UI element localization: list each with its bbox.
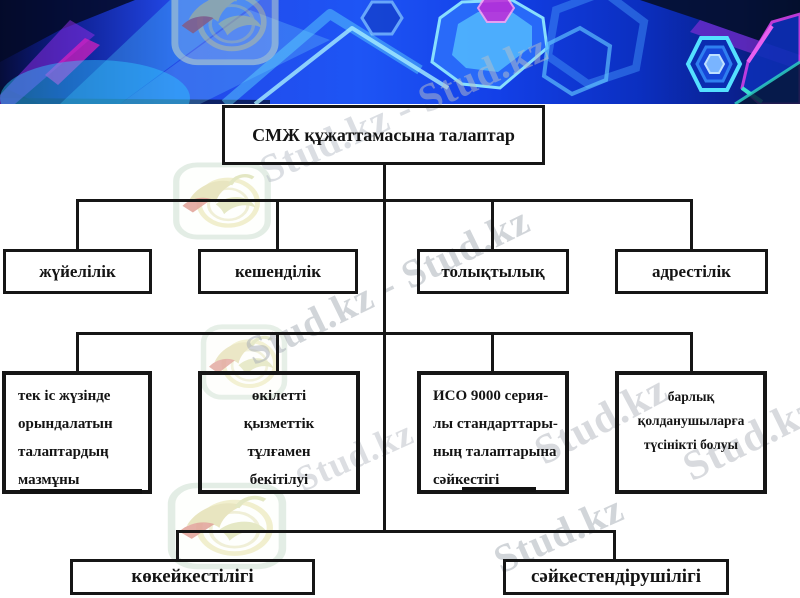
connector-drop — [276, 199, 279, 250]
connector-drop — [491, 199, 494, 250]
node-label: сәйкестендірушілігі — [531, 566, 701, 588]
node-approval-by-authorized-official: өкілетті қызметтік тұлғамен бекітілуі — [198, 371, 360, 494]
connector-level2-bar — [77, 332, 692, 335]
connector-drop — [690, 199, 693, 250]
connector-drop — [276, 332, 279, 372]
scan-artifact-bar — [462, 487, 536, 492]
node-comprehensiveness: кешенділік — [198, 249, 358, 294]
node-label: өкілетті қызметтік тұлғамен бекітілуі — [243, 388, 315, 488]
connector-drop — [613, 530, 616, 561]
node-label: ИСО 9000 серия- лы стандарттары- ның тал… — [433, 388, 558, 488]
node-addressability: адрестілік — [615, 249, 768, 294]
node-label: көкейкестілігі — [131, 566, 254, 588]
scan-artifact-bar — [20, 489, 142, 494]
connector-level1-bar — [77, 199, 692, 202]
node-relevance: көкейкестілігі — [70, 559, 315, 595]
node-identifiability: сәйкестендірушілігі — [503, 559, 729, 595]
node-label: толықтылық — [441, 261, 545, 281]
connector-drop — [491, 332, 494, 372]
node-label: барлық қолданушыларға түсінікті болуы — [637, 389, 745, 452]
connector-drop — [76, 199, 79, 250]
connector-drop — [176, 530, 179, 561]
connector-drop — [690, 332, 693, 372]
node-label: кешенділік — [235, 261, 321, 281]
node-iso-9000-conformity: ИСО 9000 серия- лы стандарттары- ның тал… — [417, 371, 569, 494]
node-label: жүйелілік — [39, 261, 116, 281]
node-title: СМЖ құжаттамасына талаптар — [222, 105, 545, 165]
node-label: тек іс жүзінде орындалатын талаптардың м… — [18, 388, 113, 488]
node-systematicity: жүйелілік — [3, 249, 152, 294]
node-understandable-to-all-users: барлық қолданушыларға түсінікті болуы — [615, 371, 767, 494]
node-practical-requirements-content: тек іс жүзінде орындалатын талаптардың м… — [2, 371, 152, 494]
connector-level3-bar — [176, 530, 616, 533]
node-label: адрестілік — [652, 261, 731, 281]
connector-drop — [76, 332, 79, 372]
node-label: СМЖ құжаттамасына талаптар — [252, 124, 515, 145]
connector-trunk — [383, 164, 386, 533]
node-completeness: толықтылық — [417, 249, 569, 294]
